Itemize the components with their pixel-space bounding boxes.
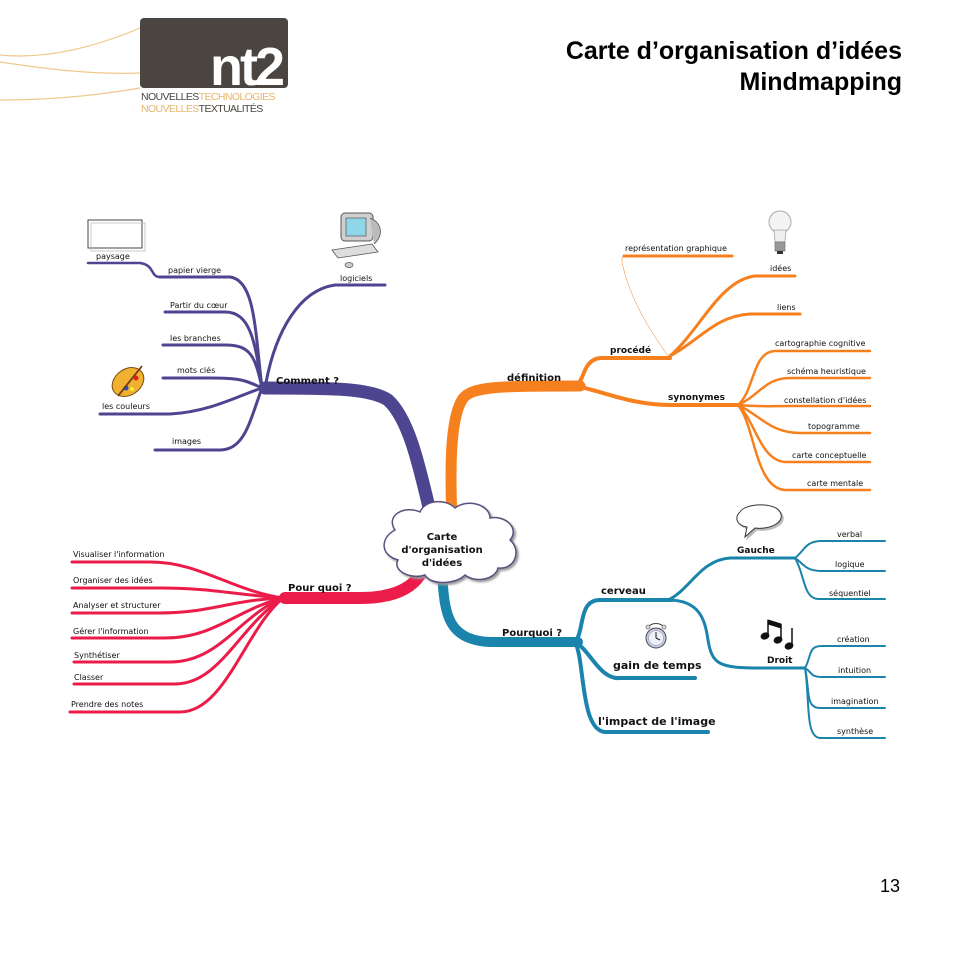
node-creation[interactable]: création	[837, 634, 870, 644]
node-gerer[interactable]: Gérer l'information	[73, 626, 149, 636]
trunk-pour-quoi	[279, 569, 426, 604]
node-paysage[interactable]: paysage	[96, 252, 130, 261]
center-node[interactable]: Carte d'organisation d'idées	[383, 500, 517, 584]
node-carte-conceptuelle[interactable]: carte conceptuelle	[792, 451, 867, 460]
node-intuition[interactable]: intuition	[838, 666, 871, 675]
node-carte-mentale[interactable]: carte mentale	[807, 479, 863, 488]
logo-tagline-2: NOUVELLESTEXTUALITÉS	[141, 103, 263, 115]
node-pour-quoi[interactable]: Pour quoi ?	[288, 583, 352, 594]
node-constellation[interactable]: constellation d'idées	[784, 395, 866, 405]
node-gain-de-temps[interactable]: gain de temps	[613, 659, 702, 672]
node-partir-du-coeur[interactable]: Partir du cœur	[170, 301, 228, 310]
node-analyser[interactable]: Analyser et structurer	[73, 601, 161, 610]
center-line-2: d'organisation	[401, 545, 482, 556]
node-gauche[interactable]: Gauche	[737, 546, 775, 556]
edge-partir	[163, 310, 264, 390]
center-line-3: d'idées	[422, 557, 462, 569]
node-mots-cles[interactable]: mots clés	[177, 365, 215, 375]
node-prendre-notes[interactable]: Prendre des notes	[71, 700, 143, 709]
edge-representation	[621, 256, 733, 357]
node-papier-vierge[interactable]: papier vierge	[168, 266, 221, 275]
center-line-1: Carte	[427, 532, 458, 543]
logo-mark: nt2	[210, 37, 285, 97]
node-verbal[interactable]: verbal	[837, 530, 862, 539]
edge-branches	[161, 343, 264, 390]
edge-paysage	[86, 261, 162, 279]
node-sequentiel[interactable]: séquentiel	[829, 588, 871, 598]
palette-icon	[111, 365, 145, 397]
logo-swooshes	[0, 27, 141, 101]
node-impact-image[interactable]: l'impact de l'image	[598, 715, 716, 728]
trunk-pourquoi	[437, 570, 583, 647]
node-liens[interactable]: liens	[777, 303, 796, 312]
node-cartographie-cognitive[interactable]: cartographie cognitive	[775, 339, 865, 348]
node-synthetiser[interactable]: Synthétiser	[74, 650, 120, 660]
branch-pour-quoi	[68, 560, 426, 714]
node-les-couleurs[interactable]: les couleurs	[102, 402, 150, 411]
node-definition[interactable]: définition	[507, 372, 561, 384]
node-representation-graphique[interactable]: représentation graphique	[625, 243, 727, 253]
branch-definition	[445, 254, 872, 526]
edge-couleurs	[98, 386, 264, 416]
node-les-branches[interactable]: les branches	[170, 334, 221, 343]
edge-logiciels	[263, 283, 387, 390]
node-visualiser[interactable]: Visualiser l'information	[73, 550, 165, 559]
cloud-shape	[383, 500, 517, 584]
title-line-1: Carte d’organisation d’idées	[565, 37, 902, 65]
node-procede[interactable]: procédé	[610, 345, 651, 356]
node-comment[interactable]: Comment ?	[276, 376, 339, 387]
node-droit[interactable]: Droit	[767, 656, 793, 666]
node-synonymes[interactable]: synonymes	[668, 393, 725, 403]
edge-liens	[668, 312, 802, 358]
node-organiser[interactable]: Organiser des idées	[73, 575, 153, 585]
music-notes-icon	[760, 619, 794, 650]
node-classer[interactable]: Classer	[74, 673, 104, 682]
slide-title: Carte d’organisation d’idées Mindmapping	[566, 36, 902, 98]
speech-bubble-icon	[736, 504, 782, 539]
blank-page-icon	[87, 219, 146, 252]
branch-comment	[86, 261, 439, 527]
node-logique[interactable]: logique	[835, 560, 865, 569]
node-imagination[interactable]: imagination	[831, 697, 879, 706]
title-line-2: Mindmapping	[739, 68, 902, 96]
node-schema-heuristique[interactable]: schéma heuristique	[787, 366, 866, 376]
node-idees[interactable]: idées	[770, 263, 791, 273]
node-images[interactable]: images	[172, 437, 201, 446]
logo-tagline-1: NOUVELLESTECHNOLOGIES	[141, 91, 275, 103]
alarm-clock-icon	[645, 623, 667, 649]
lightbulb-icon	[768, 210, 792, 254]
node-cerveau[interactable]: cerveau	[601, 586, 646, 597]
edge-idees	[668, 274, 797, 358]
computer-icon	[331, 212, 381, 268]
node-synthese[interactable]: synthèse	[837, 726, 873, 736]
logo: nt2	[140, 18, 288, 94]
branch-pourquoi	[437, 540, 886, 739]
node-pourquoi[interactable]: Pourquoi ?	[502, 628, 562, 639]
node-topogramme[interactable]: topogramme	[808, 422, 860, 431]
node-logiciels[interactable]: logiciels	[340, 274, 372, 283]
page-number: 13	[880, 876, 901, 896]
trunk-definition	[445, 380, 586, 526]
edge-mots	[161, 376, 264, 390]
edge-images	[153, 386, 264, 452]
trunk-comment	[258, 381, 439, 527]
